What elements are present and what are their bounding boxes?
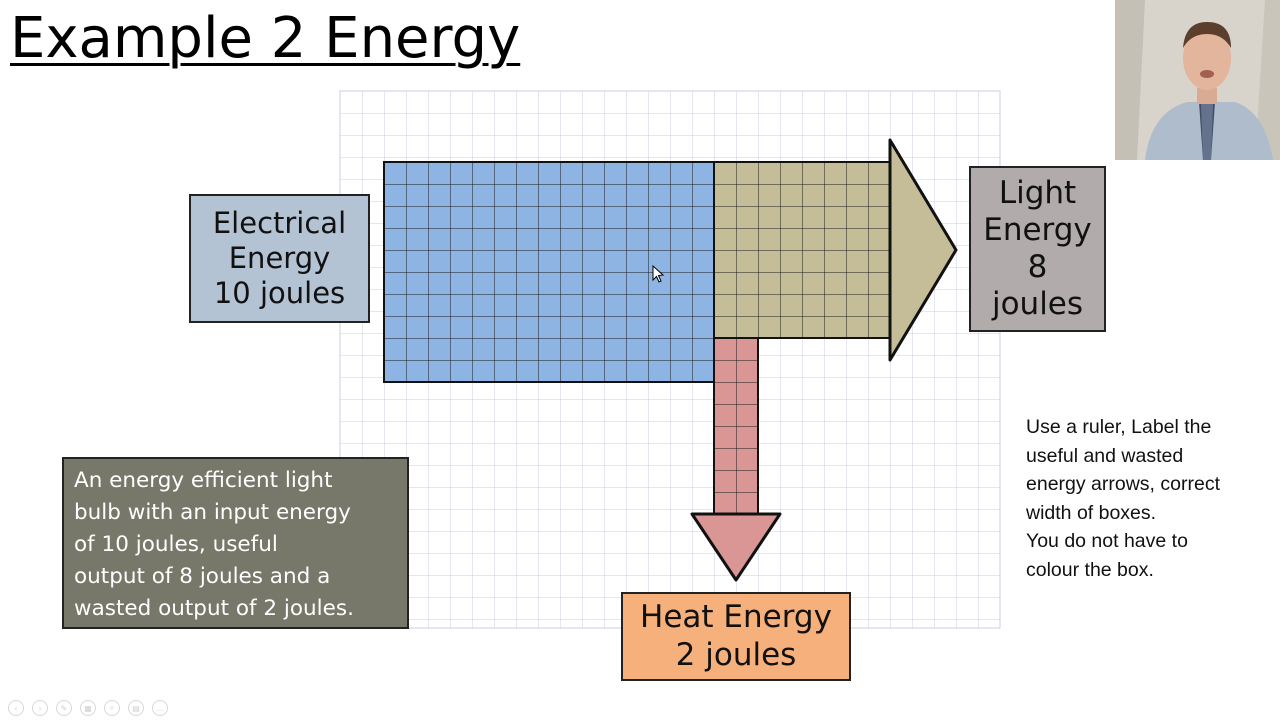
energy-arrows	[383, 138, 958, 582]
electrical-label-line-1: Electrical	[212, 206, 347, 241]
electrical-label-line-2: Energy	[228, 241, 331, 276]
useful-energy-grid	[713, 161, 891, 339]
zoom-icon[interactable]: ⌕	[104, 700, 120, 716]
mouse-cursor-icon	[652, 264, 665, 283]
light-label-line-1: Light	[998, 174, 1077, 211]
input-energy-grid	[383, 161, 715, 383]
light-energy-label: Light Energy 8 joules	[969, 166, 1106, 332]
subtitles-icon[interactable]: ▤	[128, 700, 144, 716]
next-icon[interactable]: ›	[32, 700, 48, 716]
slide-title: Example 2 Energy	[10, 6, 521, 71]
electrical-energy-label: Electrical Energy 10 joules	[189, 194, 370, 323]
heat-energy-label: Heat Energy 2 joules	[621, 592, 851, 681]
heat-label-line-2: 2 joules	[675, 636, 797, 673]
light-label-line-4: joules	[991, 286, 1084, 323]
light-label-line-3: 8	[1027, 249, 1048, 285]
heat-label-line-1: Heat Energy	[640, 599, 832, 636]
wasted-energy-grid	[713, 337, 759, 515]
light-label-line-2: Energy	[983, 211, 1092, 248]
useful-energy-arrowhead	[888, 138, 958, 362]
more-icon[interactable]: …	[152, 700, 168, 716]
wasted-energy-arrowhead	[690, 512, 782, 582]
presenter-silhouette-icon	[1115, 0, 1280, 160]
presenter-video-icon	[1115, 0, 1280, 160]
instructions-text: Use a ruler, Label the useful and wasted…	[1026, 416, 1220, 581]
slideshow-toolbar: ‹ › ✎ ▦ ⌕ ▤ …	[8, 700, 168, 716]
electrical-label-line-3: 10 joules	[213, 275, 346, 310]
question-box: An energy efficient light bulb with an i…	[62, 457, 409, 629]
slides-icon[interactable]: ▦	[80, 700, 96, 716]
previous-icon[interactable]: ‹	[8, 700, 24, 716]
pen-icon[interactable]: ✎	[56, 700, 72, 716]
